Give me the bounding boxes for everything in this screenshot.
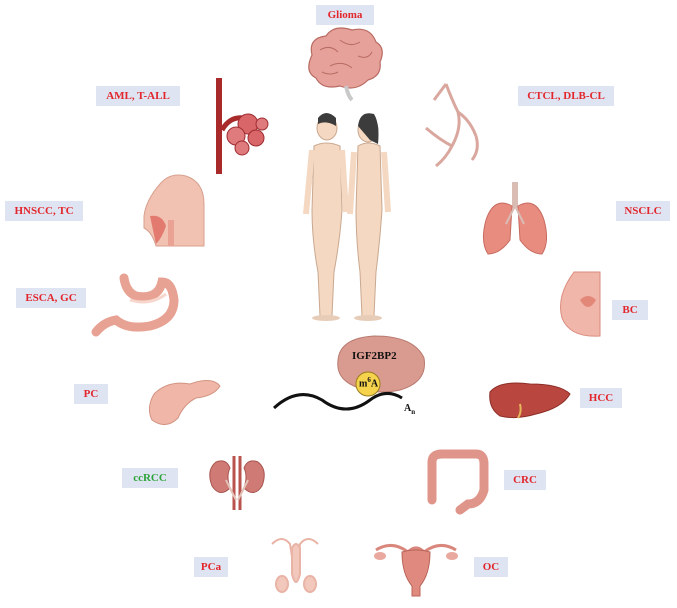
colon-icon <box>427 449 489 515</box>
lungs-icon <box>482 182 548 255</box>
label-oc: OC <box>474 557 508 577</box>
label-ctcl: CTCL, DLB-CL <box>518 86 614 106</box>
kidneys-icon <box>209 456 265 510</box>
label-bc: BC <box>612 300 648 320</box>
m6a-label: m6A <box>359 376 378 389</box>
label-aml: AML, T-ALL <box>96 86 180 106</box>
m6a-letter: A <box>370 378 379 390</box>
poly-a-tail-label: An <box>404 403 415 416</box>
blood-vessel-icon <box>216 78 269 174</box>
label-glioma: Glioma <box>316 5 374 25</box>
stomach-icon <box>91 273 179 337</box>
label-ccrcc: ccRCC <box>122 468 178 488</box>
label-hnscc: HNSCC, TC <box>5 201 83 221</box>
label-hcc: HCC <box>580 388 622 408</box>
protein-label: IGF2BP2 <box>352 350 397 362</box>
human-bodies-icon <box>303 113 391 321</box>
igf2bp2-protein-shape <box>337 335 425 393</box>
tail-sub: n <box>411 408 416 416</box>
liver-icon <box>489 382 571 419</box>
brain-icon <box>308 27 383 102</box>
breast-icon <box>560 271 601 337</box>
head-section-icon <box>143 174 205 247</box>
label-pca: PCa <box>194 557 228 577</box>
rna-strand <box>272 392 403 411</box>
pancreas-icon <box>148 380 221 425</box>
label-nsclc: NSCLC <box>616 201 670 221</box>
m6a-marker <box>355 371 381 397</box>
tail-base: A <box>404 403 412 414</box>
m6a-base: m <box>359 378 368 390</box>
label-esca: ESCA, GC <box>16 288 86 308</box>
label-crc: CRC <box>504 470 546 490</box>
m6a-sup: 6 <box>367 376 371 384</box>
label-pc: PC <box>74 384 108 404</box>
uterus-icon <box>374 544 458 597</box>
male-reproductive-icon <box>271 538 319 593</box>
lymph-vessel-icon <box>425 83 479 168</box>
